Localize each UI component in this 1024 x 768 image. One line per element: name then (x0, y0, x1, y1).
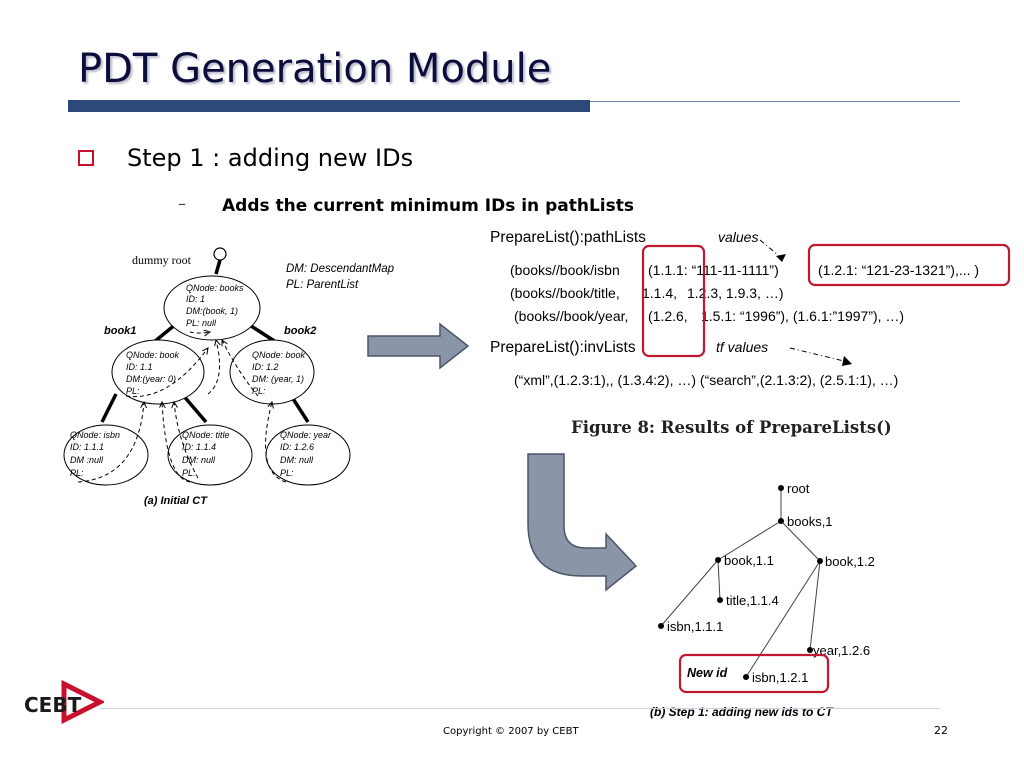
ct-node-title (167, 424, 253, 486)
figure-caption: Figure 8: Results of PrepareLists() (571, 418, 892, 437)
page-number: 22 (934, 724, 948, 737)
book12-line3: DM: (year, 1) (252, 374, 304, 384)
pathlists-header: PrepareList():pathLists (490, 229, 646, 246)
tree-node-root: root (787, 481, 810, 496)
book2-label: book2 (284, 325, 316, 337)
right-arrow-icon (367, 322, 470, 370)
year-line1: QNode: year (280, 430, 332, 440)
ct-node-isbn (63, 424, 149, 486)
result-ct-tree: root books,1 book,1.1 book,1.2 title,1.1… (650, 481, 875, 719)
tree-node-title: title,1.1.4 (726, 593, 779, 608)
row3-rest: 1.5.1: “1996”), (1.6.1:”1997”), …) (701, 308, 904, 324)
prepare-lists-figure: PrepareList():pathLists values (books//b… (490, 229, 1011, 388)
row3-prefix: (books//book/year, (514, 308, 628, 324)
books-line2: ID: 1 (186, 294, 205, 304)
main-bullet: Step 1 : adding new IDs (127, 144, 414, 172)
row2-rest: 1.2.3, 1.9.3, …) (687, 285, 784, 301)
row1-boxed-1: (1.1.1: “111-11-1111”) (648, 262, 779, 278)
ct-node-books (163, 275, 261, 341)
books-line4: PL: null (186, 318, 217, 328)
year-line3: DM: null (280, 455, 314, 465)
book11-line3: DM:(year: 0) (126, 374, 176, 384)
bent-arrow-icon (527, 453, 638, 592)
book11-line4: PL: (126, 386, 140, 396)
tree-node-books: books,1 (787, 514, 833, 529)
row2-prefix: (books//book/title, (510, 285, 620, 301)
initial-ct-caption: (a) Initial CT (144, 495, 208, 507)
isbn-line1: QNode: isbn (70, 430, 120, 440)
dummy-root-label: dummy root (132, 253, 192, 267)
cebt-logo: CEBT (24, 680, 104, 724)
ct-node-book-1-1 (111, 339, 205, 405)
isbn-line4: PL: (70, 468, 84, 478)
books-line1: QNode: books (186, 283, 244, 293)
title-underline-thin (590, 101, 960, 102)
books-line3: DM:(book, 1) (186, 306, 238, 316)
title-underline (68, 100, 590, 112)
title-line2: ID: 1.1.4 (182, 442, 216, 452)
copyright: Copyright © 2007 by CEBT (443, 726, 579, 737)
logo-text: CEBT (24, 693, 82, 717)
sub-bullet: Adds the current minimum IDs in pathList… (222, 196, 634, 216)
book11-line1: QNode: book (126, 350, 180, 360)
year-line2: ID: 1.2.6 (280, 442, 314, 452)
tree-node-book-1-2: book,1.2 (825, 554, 875, 569)
footer-rule (100, 708, 940, 709)
row2-boxed: 1.1.4, (642, 285, 677, 301)
legend-dm: DM: DescendantMap (286, 263, 395, 275)
tf-values-label: tf values (716, 339, 768, 355)
dummy-root-node (213, 247, 227, 261)
highlight-box-current-min (641, 244, 706, 358)
new-id-label: New id (687, 666, 728, 680)
invlists-row: (“xml”,(1.2.3:1),, (1.3.4:2), …) (“searc… (514, 372, 898, 388)
tree-node-year: year,1.2.6 (813, 643, 870, 658)
row1-boxed-2: (1.2.1: “121-23-1321”),... ) (818, 262, 979, 278)
isbn-line3: DM :null (70, 455, 104, 465)
tree-node-isbn-1-2-1: isbn,1.2.1 (752, 670, 808, 685)
row1-prefix: (books//book/isbn (510, 262, 620, 278)
square-bullet-icon (78, 150, 94, 166)
isbn-line2: ID: 1.1.1 (70, 442, 104, 452)
year-line4: PL: (280, 468, 294, 478)
book1-label: book1 (104, 325, 136, 337)
highlight-box-new-id (807, 243, 1011, 287)
row3-boxed: (1.2.6, (648, 308, 688, 324)
values-label: values (718, 229, 758, 245)
slide-title: PDT Generation Module (78, 46, 552, 92)
title-line1: QNode: title (182, 430, 230, 440)
sub-bullet-dash: – (178, 194, 186, 213)
book11-line2: ID: 1.1 (126, 362, 153, 372)
tree-node-book-1-1: book,1.1 (724, 553, 774, 568)
title-line4: PL: (182, 468, 196, 478)
tree-node-isbn-1-1-1: isbn,1.1.1 (667, 619, 723, 634)
initial-ct-diagram: dummy root DM: DescendantMap PL: ParentL… (63, 247, 395, 507)
book12-line1: QNode: book (252, 350, 306, 360)
new-id-highlight-box (678, 653, 830, 694)
invlists-header: PrepareList():invLists (490, 339, 636, 356)
legend-pl: PL: ParentList (286, 279, 359, 291)
book12-line4: PL: (252, 386, 266, 396)
title-line3: DM: null (182, 455, 216, 465)
book12-line2: ID: 1.2 (252, 362, 279, 372)
